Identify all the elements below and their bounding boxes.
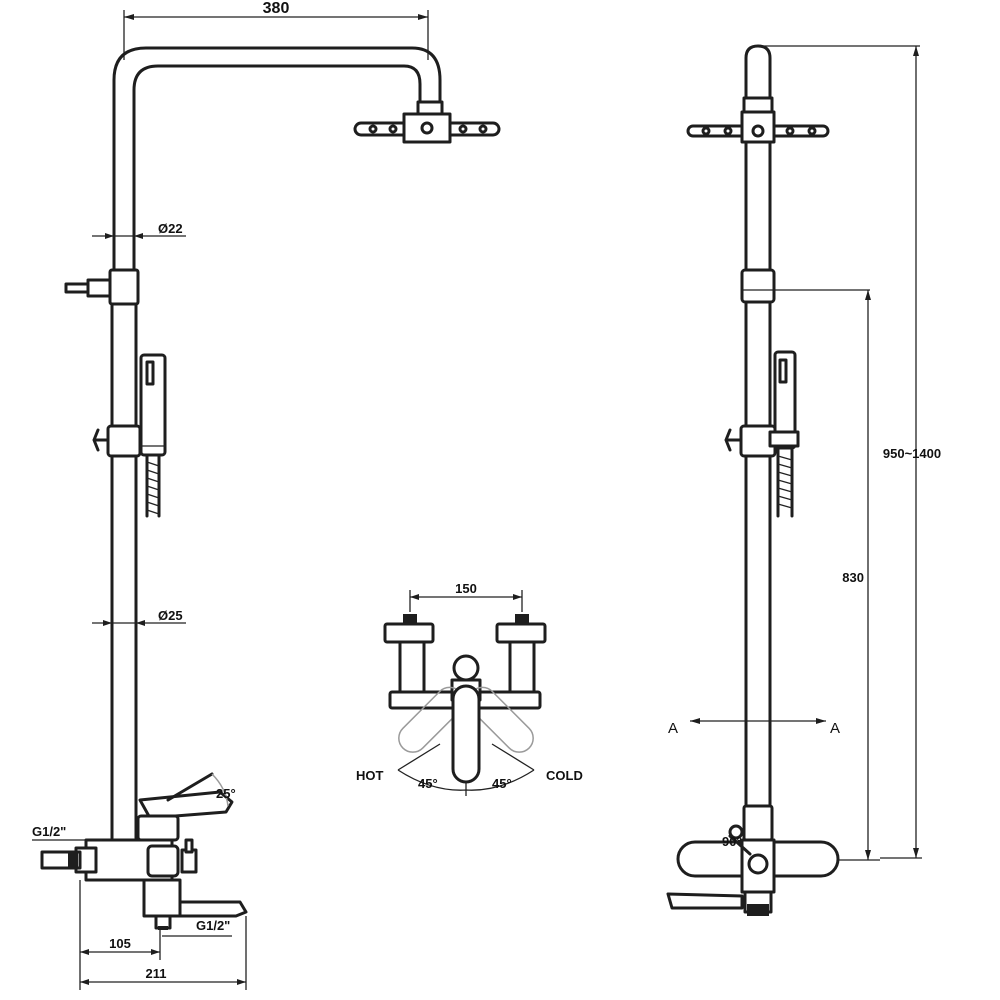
dim-105-text: 105 [109, 936, 131, 951]
dim-total-height-line [762, 45, 922, 859]
upper-connector [64, 268, 140, 306]
dim-830-text: 830 [842, 570, 864, 585]
outlet-thread-text: G1/2" [196, 918, 230, 933]
hot-label: HOT [356, 768, 384, 783]
shower-head-icon [353, 100, 501, 144]
top-view-body [383, 614, 547, 796]
side-mixer-body [666, 804, 840, 916]
angle-hot-text: 45° [418, 776, 438, 791]
dim-d25-text: Ø25 [158, 608, 183, 623]
slider-clamp [92, 424, 142, 458]
angle-cold-text: 45° [492, 776, 512, 791]
hand-shower-hose [145, 454, 161, 518]
handle-angle-text: 90° [722, 834, 742, 849]
side-slider-clamp [724, 424, 777, 458]
dim-211-text: 211 [146, 966, 167, 981]
diverter-knob-icon [728, 824, 744, 840]
mixer-valve-icon [40, 772, 248, 930]
top-view: 150 HOT COLD 45° 45° [356, 581, 583, 796]
lever-angle-text: 25° [216, 786, 236, 801]
dim-d22-text: Ø22 [158, 221, 183, 236]
side-shower-head-icon [686, 96, 830, 144]
dim-total-height-text: 950~1400 [883, 446, 941, 461]
dim-380-line [123, 10, 429, 60]
side-view: A A 90° 830 [666, 44, 941, 916]
hand-shower-icon [139, 353, 167, 518]
dim-150-line [409, 590, 523, 612]
section-label-right: A [830, 720, 840, 737]
front-view: 380 Ø22 [32, 0, 501, 990]
inlet-thread-text: G1/2" [32, 824, 66, 839]
upper-riser-pipe [112, 46, 442, 272]
dim-830-line [838, 290, 880, 861]
side-hand-shower-icon [768, 350, 800, 518]
cold-label: COLD [546, 768, 583, 783]
dim-150-text: 150 [455, 581, 477, 596]
side-riser-pipe [744, 44, 772, 810]
lower-riser-pipe [110, 302, 138, 840]
section-label-left: A [668, 720, 678, 737]
dim-380-text: 380 [263, 0, 290, 17]
side-upper-connector [740, 268, 870, 304]
dim-bottom-lines [79, 880, 247, 990]
